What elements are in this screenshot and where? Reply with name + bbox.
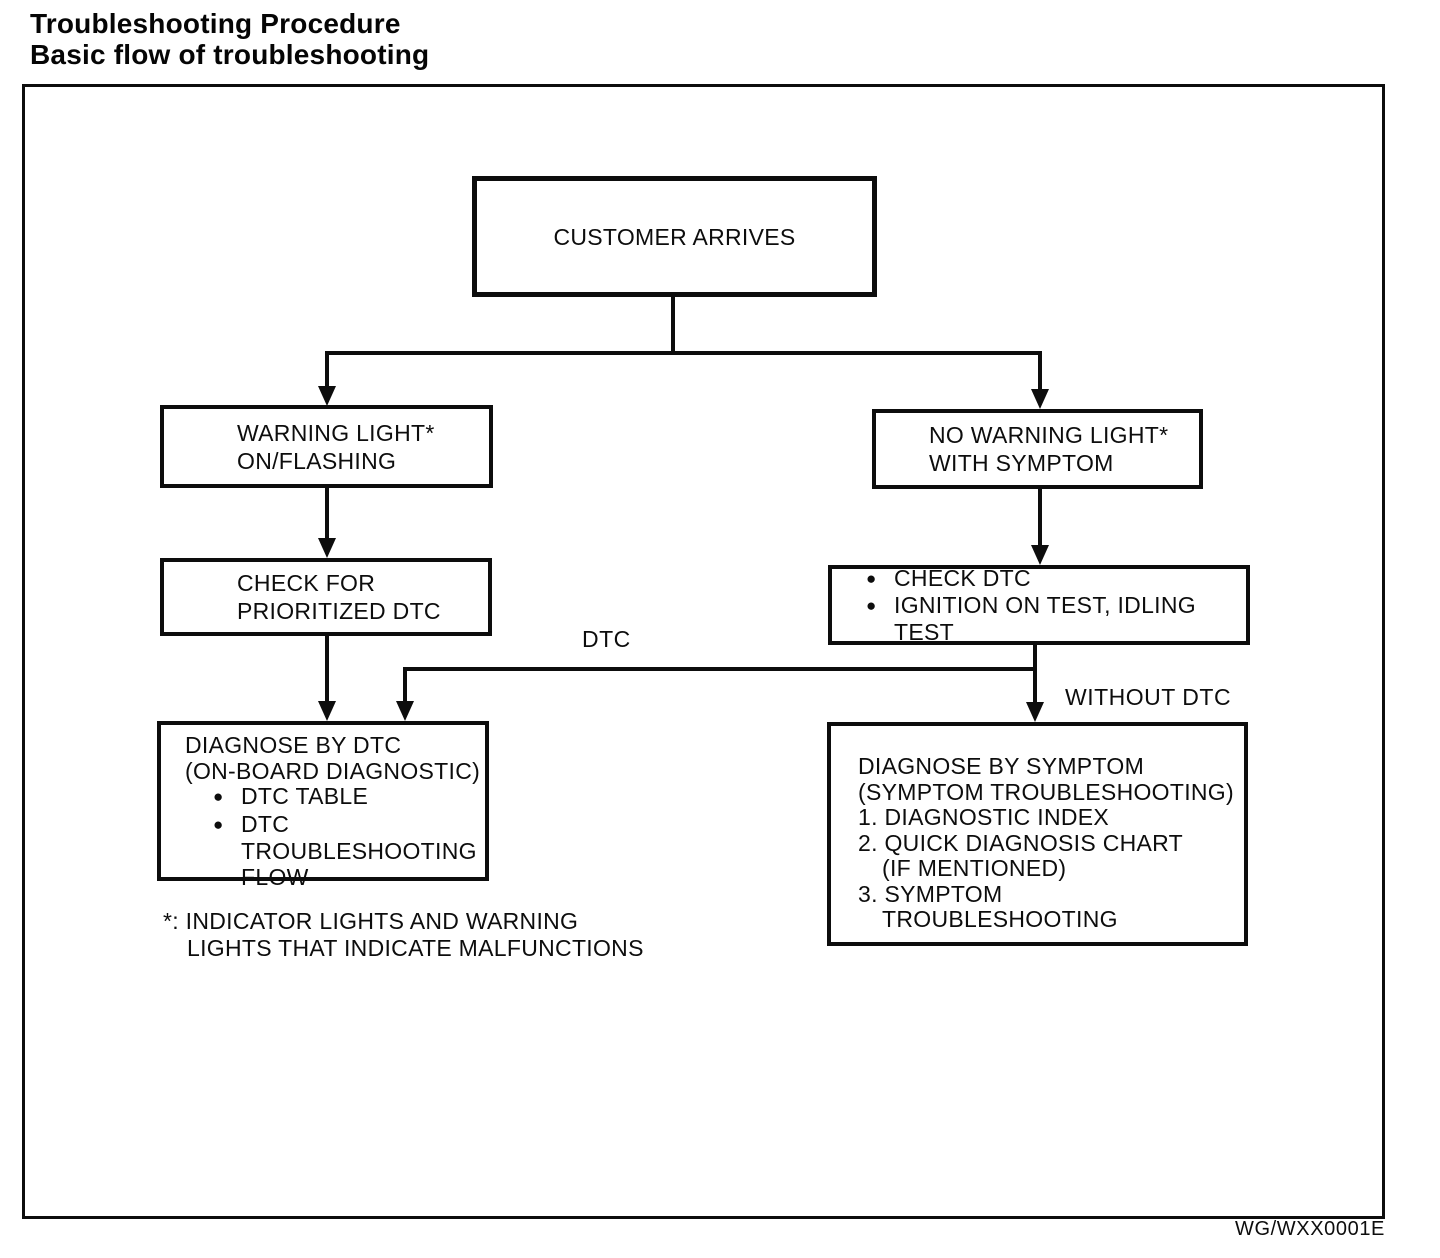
node-customer-arrives-label: CUSTOMER ARRIVES (553, 223, 796, 250)
connector-dtc-branch-drop (403, 667, 407, 703)
arrow-down-icon (318, 538, 336, 558)
page-title-line1: Troubleshooting Procedure (30, 8, 401, 39)
edge-label-dtc: DTC (578, 626, 635, 653)
diagnose-by-dtc-item-2-continuation2: FLOW (241, 863, 309, 890)
arrow-down-icon (1031, 389, 1049, 409)
arrow-down-icon (1026, 702, 1044, 722)
diagnose-by-dtc-item-2-text: DTC (241, 810, 290, 837)
node-warning-light: WARNING LIGHT* ON/FLASHING (160, 405, 493, 488)
node-customer-arrives: CUSTOMER ARRIVES (472, 176, 877, 297)
arrow-down-icon (396, 701, 414, 721)
arrow-down-icon (318, 701, 336, 721)
diagnose-by-dtc-item-1: ● DTC TABLE (185, 783, 485, 812)
connector-warning-to-check (325, 487, 329, 540)
connector-checkdtc-down (1033, 644, 1037, 704)
node-check-prioritized-dtc: CHECK FOR PRIORITIZED DTC (160, 558, 492, 636)
bullet-icon: ● (866, 568, 877, 588)
bullet-icon: ● (213, 814, 224, 834)
footnote: *: INDICATOR LIGHTS AND WARNING LIGHTS T… (163, 908, 644, 962)
bullet-icon: ● (213, 787, 224, 806)
node-check-prioritized-dtc-line2: PRIORITIZED DTC (237, 598, 441, 624)
check-dtc-item-2-text: IGNITION ON TEST, IDLING (894, 591, 1196, 618)
bullet-icon: ● (866, 595, 877, 615)
node-warning-light-line2: ON/FLASHING (237, 447, 397, 474)
diagnose-by-symptom-line3: 1. DIAGNOSTIC INDEX (858, 804, 1110, 830)
edge-label-without-dtc: WITHOUT DTC (1061, 684, 1236, 711)
page-title-line2: Basic flow of troubleshooting (30, 39, 430, 70)
node-diagnose-by-dtc: DIAGNOSE BY DTC (ON-BOARD DIAGNOSTIC) ● … (157, 721, 489, 889)
check-dtc-item-2: ● IGNITION ON TEST, IDLING (866, 591, 1246, 620)
connector-nowarning-to-checkdtc (1038, 489, 1042, 547)
diagnose-by-dtc-item-2: ● DTC (185, 810, 485, 840)
footnote-line1: *: INDICATOR LIGHTS AND WARNING (163, 908, 579, 934)
node-check-dtc: ● CHECK DTC ● IGNITION ON TEST, IDLING T… (828, 565, 1250, 645)
node-no-warning-light-line2: WITH SYMPTOM (929, 450, 1114, 476)
diagnose-by-symptom-line5: (IF MENTIONED) (882, 855, 1067, 881)
node-check-prioritized-dtc-line1: CHECK FOR (237, 570, 376, 596)
connector-customer-down (671, 296, 675, 354)
connector-split-horizontal (325, 351, 1042, 355)
diagnose-by-dtc-item-2-continuation1: TROUBLESHOOTING (241, 838, 477, 864)
node-warning-light-line1: WARNING LIGHT* (237, 419, 435, 446)
connector-split-left-drop (325, 351, 329, 388)
diagnose-by-symptom-line4: 2. QUICK DIAGNOSIS CHART (858, 829, 1183, 856)
node-no-warning-light: NO WARNING LIGHT* WITH SYMPTOM (872, 409, 1203, 489)
check-dtc-item-1: ● CHECK DTC (866, 564, 1246, 593)
diagnose-by-dtc-item-1-text: DTC TABLE (241, 783, 369, 809)
connector-dtc-branch-horizontal (403, 667, 1037, 671)
node-diagnose-by-symptom: DIAGNOSE BY SYMPTOM (SYMPTOM TROUBLESHOO… (827, 722, 1248, 946)
diagnose-by-symptom-line1: DIAGNOSE BY SYMPTOM (858, 753, 1145, 779)
connector-split-right-drop (1038, 351, 1042, 391)
figure-id: WG/WXX0001E (1235, 1218, 1385, 1240)
node-no-warning-light-line1: NO WARNING LIGHT* (929, 422, 1169, 448)
diagnose-by-dtc-title1: DIAGNOSE BY DTC (185, 732, 402, 758)
arrow-down-icon (318, 386, 336, 406)
check-dtc-item-1-text: CHECK DTC (894, 564, 1031, 591)
arrow-down-icon (1031, 545, 1049, 565)
diagnose-by-symptom-line7: TROUBLESHOOTING (882, 906, 1118, 932)
check-dtc-item-2-continuation: TEST (894, 618, 954, 645)
diagnose-by-symptom-line6: 3. SYMPTOM (858, 880, 1003, 907)
connector-check-to-diagnose (325, 635, 329, 703)
footnote-line2: LIGHTS THAT INDICATE MALFUNCTIONS (187, 935, 644, 961)
diagnose-by-symptom-line2: (SYMPTOM TROUBLESHOOTING) (858, 778, 1234, 805)
diagnose-by-dtc-title2: (ON-BOARD DIAGNOSTIC) (185, 757, 481, 784)
page-title: Troubleshooting Procedure Basic flow of … (30, 8, 429, 70)
